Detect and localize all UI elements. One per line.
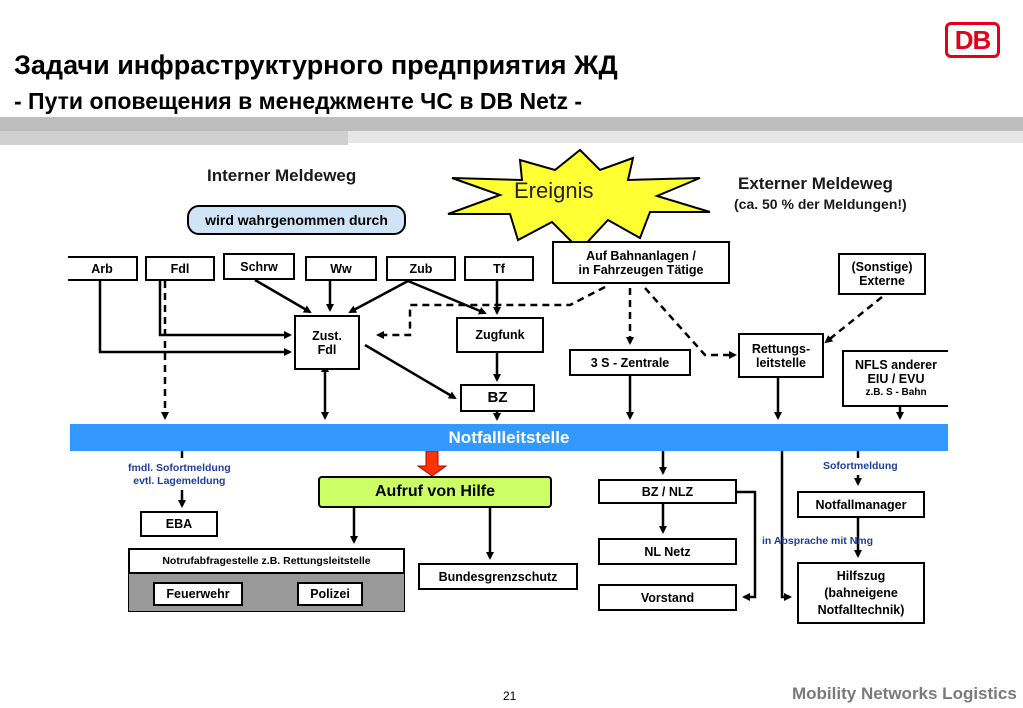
box-polizei: Polizei [297, 582, 363, 606]
red-arrow [416, 450, 448, 477]
nfls-line3: z.B. S - Bahn [865, 386, 927, 398]
page-number: 21 [503, 689, 517, 703]
bahnanlagen-line2: in Fahrzeugen Tätige [578, 262, 704, 277]
box-ww: Ww [305, 256, 377, 281]
box-3s-zentrale: 3 S - Zentrale [569, 349, 691, 376]
box-fdl: Fdl [145, 256, 215, 281]
page-title: Задачи инфраструктурного предприятия ЖД [14, 50, 618, 80]
fmdl-label: fmdl. Sofortmeldung evtl. Lagemeldung [128, 462, 231, 488]
box-bundesgrenzschutz: Bundesgrenzschutz [418, 563, 578, 590]
zust-line1: Zust. [312, 328, 342, 343]
box-sonstige: (Sonstige) Externe [838, 253, 926, 295]
notfallleitstelle-bar: Notfallleitstelle [70, 424, 948, 451]
box-vorstand: Vorstand [598, 584, 737, 611]
fmdl-line1: fmdl. Sofortmeldung [128, 462, 231, 474]
box-eba: EBA [140, 511, 218, 537]
rettung-line1: Rettungs- [751, 341, 811, 356]
ereignis-label: Ereignis [514, 178, 594, 203]
box-arb: Arb [68, 256, 138, 281]
box-tf: Tf [464, 256, 534, 281]
absprache-label: in Absprache mit Nmg [762, 535, 874, 547]
box-nfls: NFLS anderer EIU / EVU z.B. S - Bahn [842, 350, 948, 407]
rettung-line2: leitstelle [755, 355, 807, 370]
header-divider-mid [0, 131, 348, 145]
box-zub: Zub [386, 256, 456, 281]
sonstige-line2: Externe [859, 274, 905, 288]
intern-title: Interner Meldeweg [207, 166, 357, 185]
footer-brand: Mobility Networks Logistics [792, 684, 1017, 703]
hilfszug-line1: Hilfszug [836, 568, 886, 583]
db-logo: DB [945, 22, 1000, 58]
hilfszug-line2: (bahneigene [824, 585, 898, 600]
box-bahnanlagen: Auf Bahnanlagen / in Fahrzeugen Tätige [552, 241, 730, 284]
extern-subtitle: (ca. 50 % der Meldungen!) [734, 196, 907, 212]
box-rettungsleitstelle: Rettungs- leitstelle [738, 333, 824, 378]
bahnanlagen-line1: Auf Bahnanlagen / [586, 248, 696, 263]
page-subtitle: - Пути оповещения в менеджменте ЧС в DB … [14, 88, 583, 114]
intern-pill: wird wahrgenommen durch [187, 205, 406, 235]
box-zugfunk: Zugfunk [456, 317, 544, 353]
nfls-line1: NFLS anderer [855, 357, 937, 372]
box-notfallmanager: Notfallmanager [797, 491, 925, 518]
box-bz: BZ [460, 384, 535, 412]
nfls-line2: EIU / EVU [867, 371, 925, 386]
sofortmeldung-label: Sofortmeldung [823, 460, 898, 472]
extern-title: Externer Meldeweg [738, 174, 893, 193]
header-divider-light [348, 131, 1023, 143]
box-hilfszug: Hilfszug (bahneigene Notfalltechnik) [797, 562, 925, 624]
sonstige-line1: (Sonstige) [851, 260, 913, 274]
zust-line2: Fdl [317, 342, 337, 357]
box-zust-fdl: Zust. Fdl [294, 315, 360, 370]
box-feuerwehr: Feuerwehr [153, 582, 243, 606]
header-divider-dark [0, 117, 1023, 131]
fmdl-line2: evtl. Lagemeldung [133, 475, 226, 487]
notruf-header: Notrufabfragestelle z.B. Rettungsleitste… [128, 548, 405, 574]
box-aufruf-von-hilfe: Aufruf von Hilfe [318, 476, 552, 508]
box-nl-netz: NL Netz [598, 538, 737, 565]
box-bz-nlz: BZ / NLZ [598, 479, 737, 504]
box-schrw: Schrw [223, 253, 295, 280]
hilfszug-line3: Notfalltechnik) [817, 602, 905, 617]
